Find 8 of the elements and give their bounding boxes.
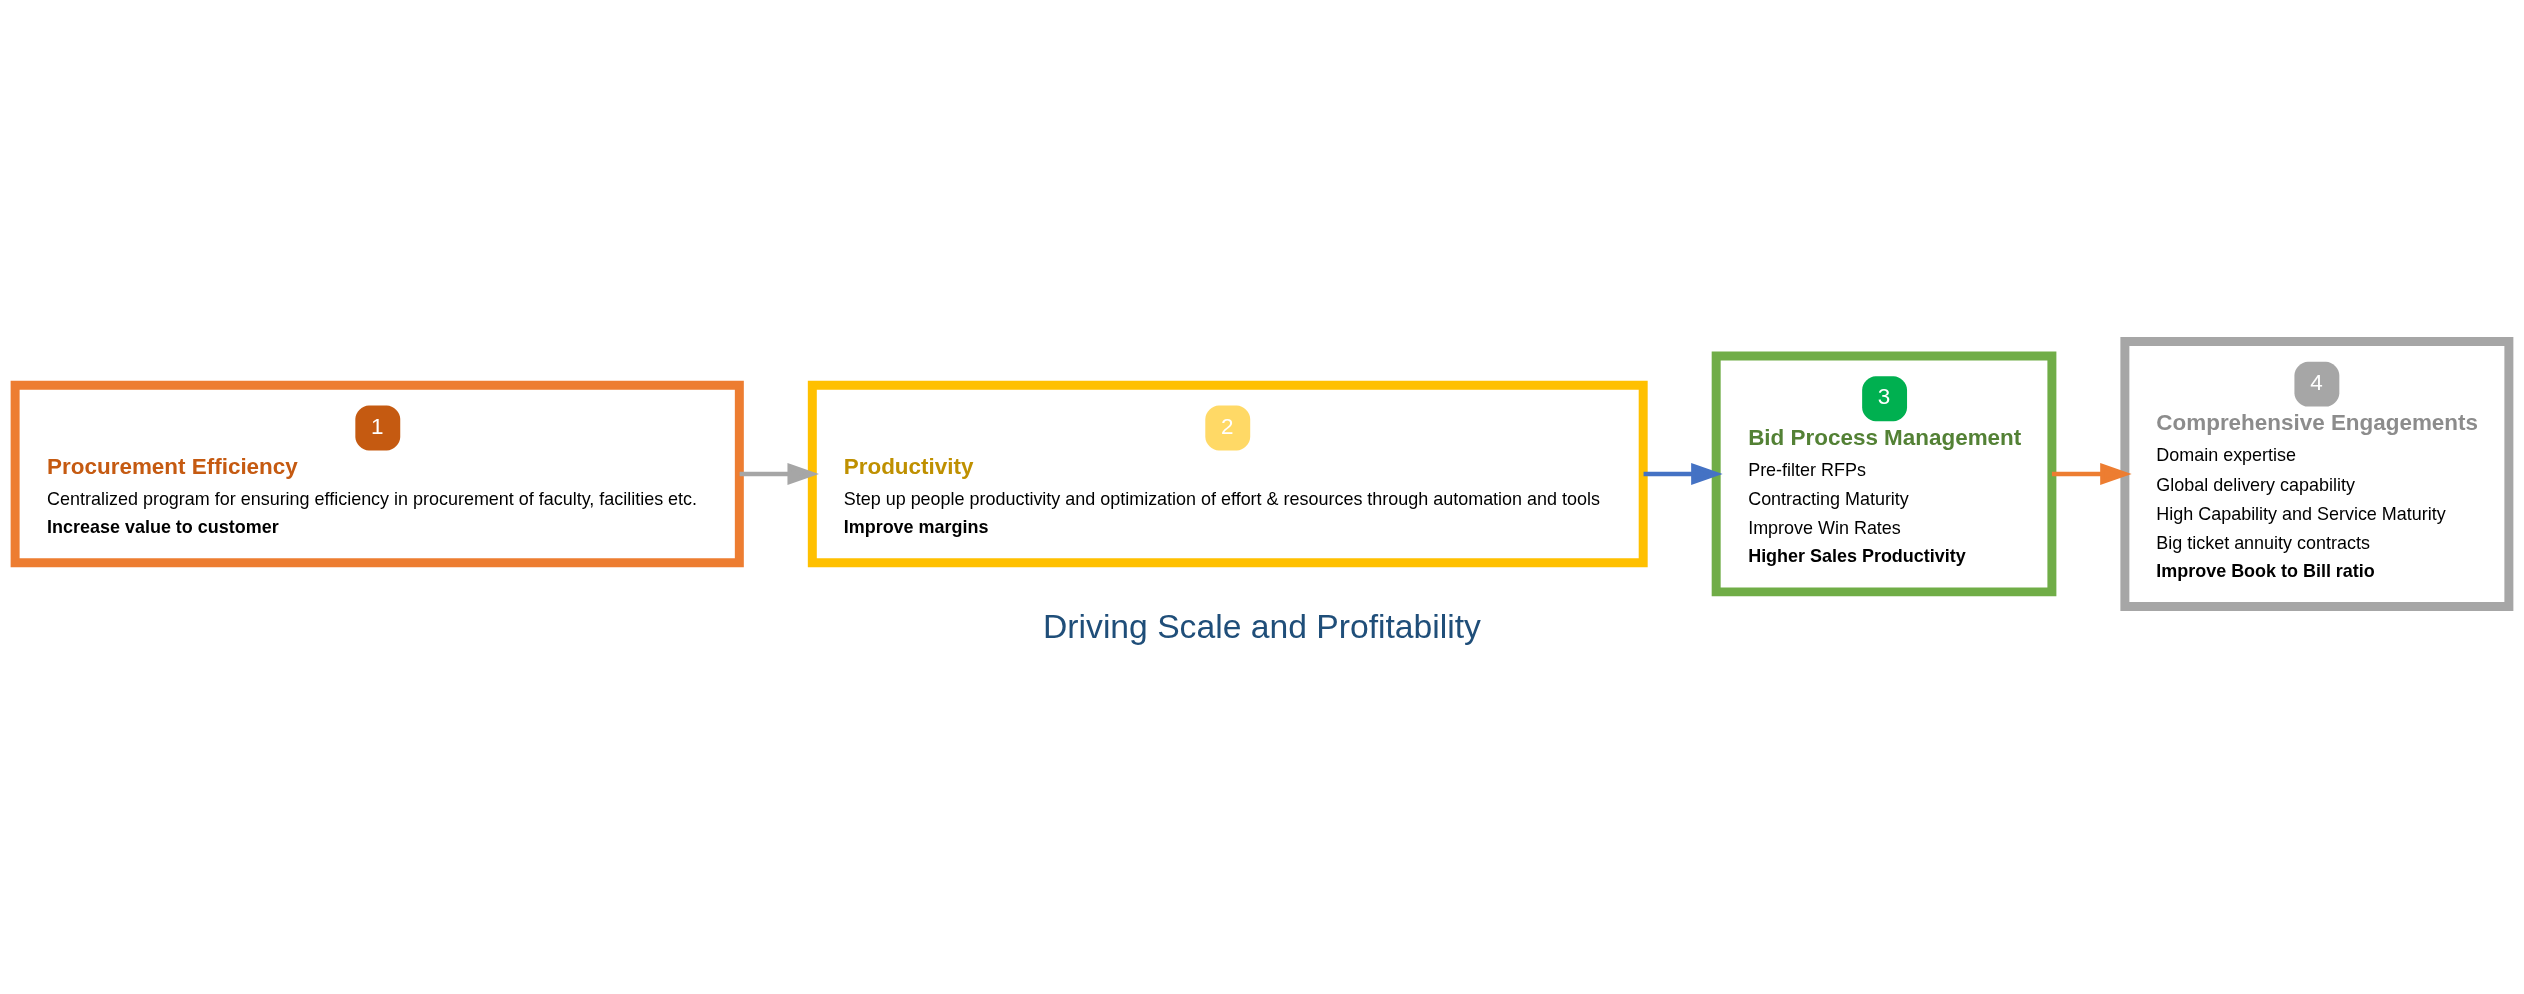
diagram-title: Driving Scale and Profitability bbox=[1043, 607, 1481, 645]
node-box: 4 Comprehensive Engagements Domain expertise Global delivery capability High Capability and Service Maturity Big ticket annuity contracts Improve Book to Bill ratio bbox=[2120, 337, 2514, 611]
node-box: 2 Productivity Step up people productivity and optimization of effort & resources through automation and tools Improve margins bbox=[807, 380, 1648, 568]
arrow bbox=[739, 462, 819, 485]
node-box: 3 Bid Process Management Pre-filter RFPs Contracting Maturity Improve Win Rates Higher Sales Productivity bbox=[1711, 351, 2057, 597]
arrow bbox=[2051, 462, 2132, 485]
node-box: 1 Procurement Efficiency Centralized program for ensuring efficiency in procurement of faculty, facilities etc. Increase value to customer bbox=[10, 380, 744, 568]
arrow bbox=[1643, 462, 1723, 485]
